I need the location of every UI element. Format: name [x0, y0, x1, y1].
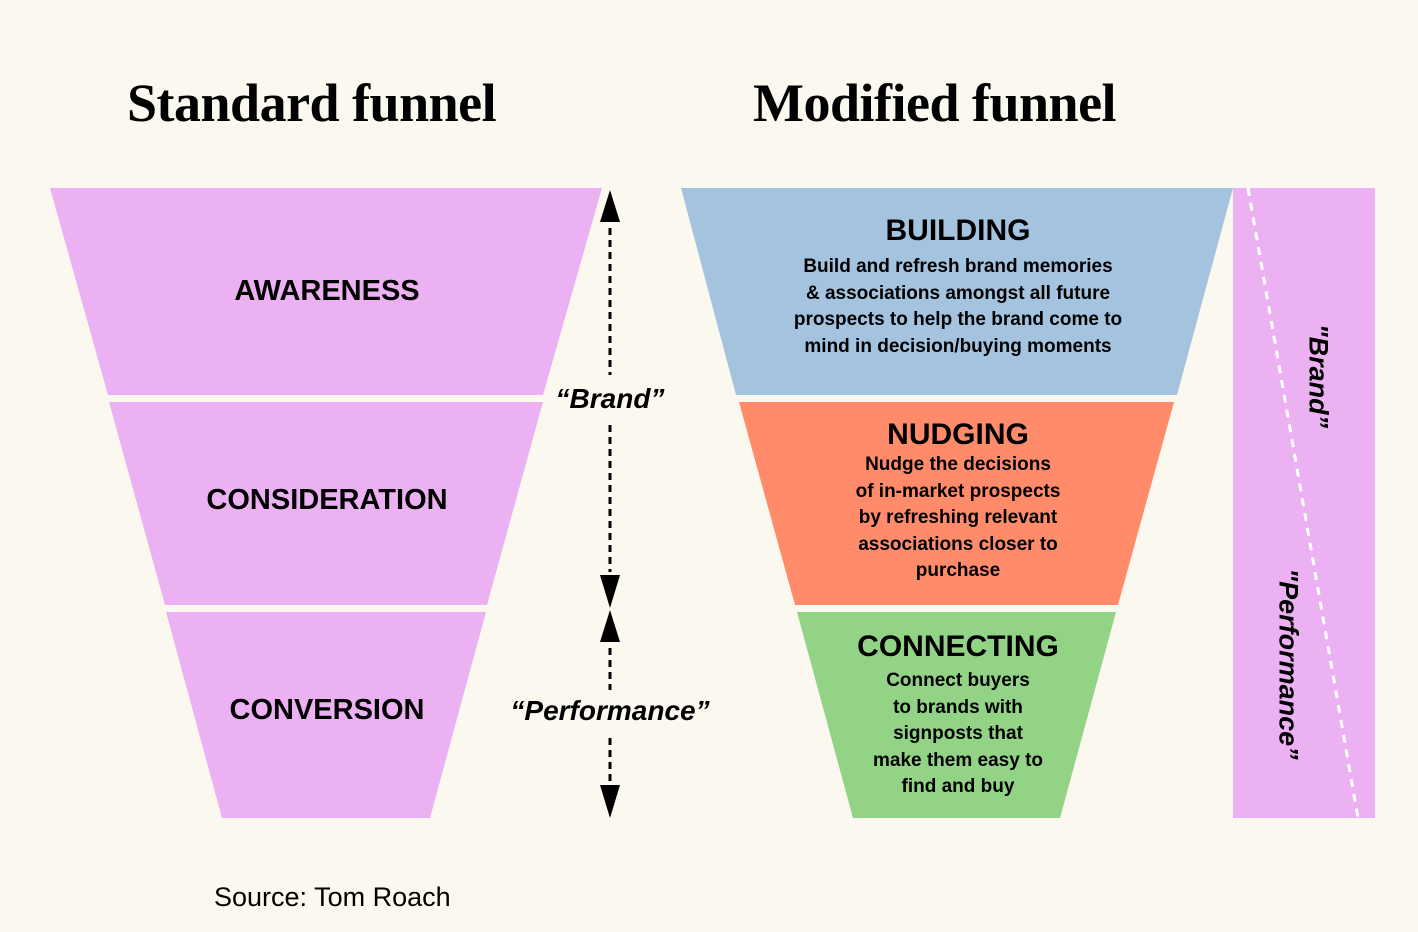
modified-stage-connecting-shape — [797, 612, 1116, 818]
modified-stage-nudging: NUDGING Nudge the decisions of in-market… — [856, 418, 1061, 585]
side-bar-brand-label: "Brand” — [1303, 323, 1334, 429]
arrow-up-icon — [600, 610, 620, 642]
modified-stage-connecting: CONNECTING Connect buyers to brands with… — [857, 630, 1059, 801]
arrow-down-icon — [600, 575, 620, 608]
performance-arrow-label: “Performance” — [510, 695, 710, 726]
building-heading: BUILDING — [885, 214, 1031, 247]
standard-stage-awareness-shape — [50, 188, 602, 395]
building-description-line: & associations amongst all future — [805, 282, 1111, 304]
nudging-description-line: purchase — [915, 560, 1001, 581]
modified-stage-nudging-shape — [739, 402, 1174, 605]
brand-arrow — [600, 190, 620, 608]
standard-stage-consideration-shape — [109, 402, 543, 605]
modified-stage-building-shape — [681, 188, 1233, 395]
building-description: Build and refresh brand memories & assoc… — [794, 254, 1122, 360]
nudging-description-line: Nudge the decisions — [865, 454, 1051, 475]
building-description-line: prospects to help the brand come to — [793, 309, 1123, 330]
connecting-description-line: find and buy — [901, 776, 1015, 797]
standard-stage-conversion-label: CONVERSION — [229, 694, 425, 726]
brand-performance-bar — [1233, 187, 1375, 819]
standard-stage-conversion-shape — [166, 612, 486, 818]
building-description-line: Build and refresh brand memories — [803, 256, 1113, 277]
connecting-description-line: signposts that — [893, 723, 1023, 744]
modified-funnel — [681, 188, 1233, 818]
side-bar-performance-label: "Performance” — [1273, 568, 1304, 760]
nudging-description-line: by refreshing relevant — [858, 507, 1058, 528]
source-caption: Source: Tom Roach — [214, 882, 451, 912]
arrow-down-icon — [600, 785, 620, 818]
performance-arrow — [600, 610, 620, 818]
standard-stage-awareness-label: AWARENESS — [234, 275, 420, 307]
connecting-description-line: Connect buyers — [886, 670, 1030, 691]
modified-stage-building: BUILDING Build and refresh brand memorie… — [794, 214, 1122, 360]
nudging-heading: NUDGING — [887, 418, 1029, 451]
connecting-description-line: make them easy to — [872, 749, 1044, 771]
standard-funnel — [50, 188, 602, 818]
nudging-description: Nudge the decisions of in-market prospec… — [856, 452, 1061, 585]
arrow-up-icon — [600, 190, 620, 222]
standard-stage-consideration-label: CONSIDERATION — [206, 484, 448, 516]
side-bar-diagonal-divider — [1246, 187, 1360, 819]
nudging-description-line: associations closer to — [858, 533, 1058, 555]
connecting-description-line: to brands with — [893, 696, 1023, 718]
nudging-description-line: of in-market prospects — [855, 480, 1061, 502]
connecting-heading: CONNECTING — [857, 630, 1059, 663]
brand-arrow-label: “Brand” — [555, 383, 665, 414]
standard-funnel-title: Standard funnel — [127, 73, 497, 133]
building-description-line: mind in decision/buying moments — [804, 335, 1112, 357]
connecting-description: Connect buyers to brands with signposts … — [857, 668, 1059, 801]
modified-funnel-title: Modified funnel — [753, 73, 1117, 133]
